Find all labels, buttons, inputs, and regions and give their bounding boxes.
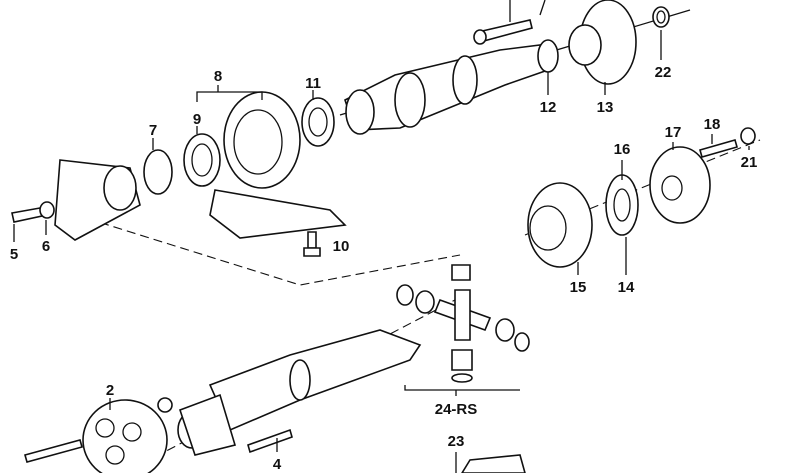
- front-shaft-section: [344, 44, 549, 135]
- label-10: 10: [333, 238, 350, 255]
- label-6: 6: [42, 238, 50, 255]
- bolt-5-washer-6: [11, 201, 55, 242]
- label-9: 9: [193, 111, 201, 128]
- label-16: 16: [614, 141, 631, 158]
- label-5: 5: [10, 246, 18, 263]
- ring-7: [143, 138, 173, 195]
- label-21: 21: [741, 154, 758, 171]
- flex-disc-2: [82, 398, 168, 473]
- yoke-flange: [54, 159, 141, 241]
- label-11: 11: [305, 75, 321, 92]
- universal-joint-24-rs: [396, 264, 530, 396]
- label-14: 14: [618, 279, 635, 296]
- center-bearing-8: [196, 85, 347, 239]
- label-2: 2: [106, 382, 114, 399]
- joint-15: [527, 182, 593, 275]
- part-labels: 8 11 12 13 22 7 9 5 6 10 16 17 18 21 15 …: [10, 64, 758, 473]
- bolt-10: [303, 231, 321, 257]
- label-15: 15: [570, 279, 587, 296]
- label-22: 22: [655, 64, 672, 81]
- label-23: 23: [448, 433, 465, 450]
- seal-11: [301, 90, 335, 147]
- label-4: 4: [273, 456, 282, 473]
- flange-17: [649, 142, 711, 224]
- bolt-top: [473, 0, 546, 45]
- label-7: 7: [149, 122, 157, 139]
- label-12: 12: [540, 99, 557, 116]
- bearing-9: [183, 126, 221, 187]
- bolts-4: [24, 397, 293, 463]
- seal-14-16: [605, 160, 639, 275]
- seal-22: [652, 6, 670, 60]
- flange-13: [568, 0, 637, 95]
- part-23: [455, 452, 526, 473]
- rear-shaft-section: [177, 329, 422, 456]
- clamp-12: [537, 39, 559, 95]
- label-17: 17: [665, 124, 682, 141]
- label-13: 13: [597, 99, 614, 116]
- label-18: 18: [704, 116, 721, 133]
- bolt-18-nut-21: [699, 127, 756, 158]
- label-8: 8: [214, 68, 222, 85]
- label-24-rs: 24-RS: [435, 401, 478, 418]
